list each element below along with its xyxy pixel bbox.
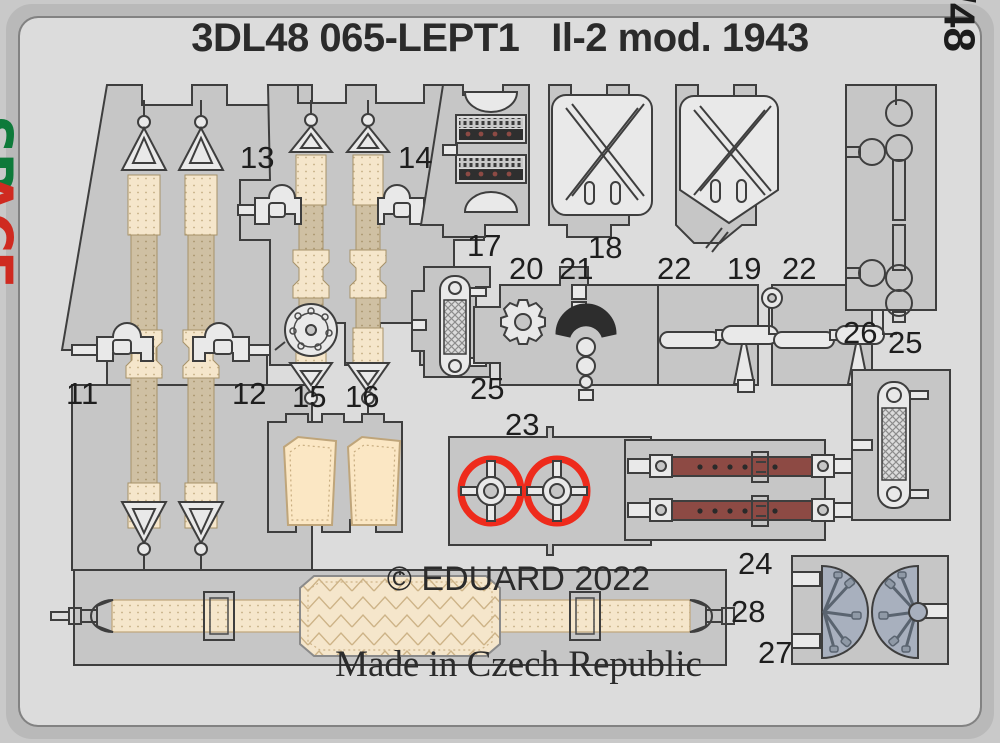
footer-text: © EDUARD 2022 Made in Czech Republic xyxy=(0,514,1000,729)
fret-tab-bottom-3 xyxy=(690,725,790,739)
part-number-22b: 22 xyxy=(782,251,817,286)
part-number-26: 26 xyxy=(843,315,878,350)
part-group-20-21 xyxy=(473,266,659,401)
fret-tab-left xyxy=(6,250,20,370)
part-19-armour-plate xyxy=(675,84,779,253)
footer-gap xyxy=(500,601,537,642)
part-27-wheel-hub-halves xyxy=(791,555,949,665)
part-number-22: 22 xyxy=(657,251,692,286)
copyright-text: © EDUARD 2022 xyxy=(386,560,651,598)
part-number-21: 21 xyxy=(559,251,594,286)
part-18-armour-plate xyxy=(548,84,653,238)
part-number-16: 16 xyxy=(345,379,380,414)
part-number-25b: 25 xyxy=(888,325,923,360)
part-number-23: 23 xyxy=(505,407,540,442)
part-28-long-lap-belt xyxy=(50,569,735,666)
part-number-15: 15 xyxy=(292,379,327,414)
part-20-gear-wheel xyxy=(500,299,546,345)
part-number-19: 19 xyxy=(727,251,762,286)
part-number-18: 18 xyxy=(588,230,623,265)
part-number-25: 25 xyxy=(470,371,505,406)
part-24-leather-straps xyxy=(624,439,855,541)
leather-strap-bottom xyxy=(627,495,855,527)
part-number-24: 24 xyxy=(738,546,773,581)
part-26-linkage-rod xyxy=(845,84,937,323)
fret-tab-right xyxy=(980,250,994,370)
part-number-13: 13 xyxy=(240,140,275,175)
part-number-12: 12 xyxy=(232,376,267,411)
part-21-gauge-scale xyxy=(555,284,617,401)
part-fuel-valve-wheels xyxy=(448,426,652,556)
fret-tab-bottom xyxy=(430,725,580,739)
fret-tab-left-2 xyxy=(6,420,20,540)
origin-text: Made in Czech Republic xyxy=(335,644,702,685)
leather-strap-top xyxy=(627,451,855,483)
part-23-hinge-strip xyxy=(411,266,491,378)
part-number-20: 20 xyxy=(509,251,544,286)
fret-tab-top xyxy=(430,4,580,18)
part-number-14: 14 xyxy=(398,140,433,175)
part-25-mesh-panel xyxy=(851,369,951,521)
part-number-27: 27 xyxy=(758,635,793,670)
part-group-15-16 xyxy=(267,413,403,533)
part-17-instrument-strips xyxy=(419,84,530,238)
fret-tab-bottom-2 xyxy=(215,725,315,739)
part-number-17: 17 xyxy=(467,228,502,263)
part-22-pedal-left xyxy=(659,287,798,393)
part-number-28: 28 xyxy=(731,594,766,629)
part-number-11: 11 xyxy=(66,376,99,411)
page-title: 3DL48 065-LEPT1 Il-2 mod. 1943 xyxy=(191,16,809,60)
